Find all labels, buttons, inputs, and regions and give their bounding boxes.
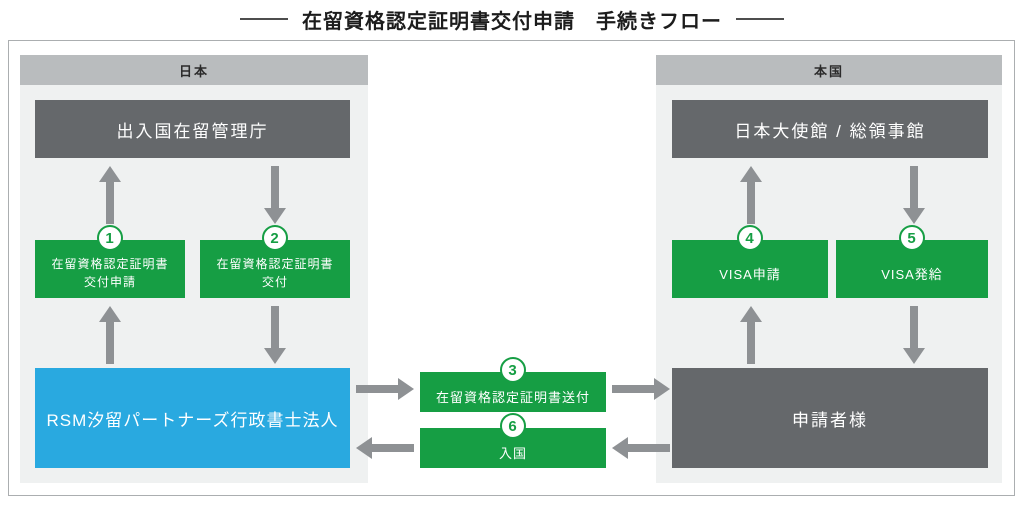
arrow-up-icon xyxy=(99,166,121,224)
step-1-label-line2: 交付申請 xyxy=(83,275,136,289)
arrow-up-icon xyxy=(740,166,762,224)
diagram-title-row: 在留資格認定証明書交付申請 手続きフロー xyxy=(0,5,1024,33)
step-5-label: VISA発給 xyxy=(881,267,943,282)
step-3-number-badge: 3 xyxy=(500,357,526,383)
step-4-label: VISA申請 xyxy=(719,267,781,282)
home-country-region-header: 本国 xyxy=(656,55,1002,85)
arrow-down-icon xyxy=(903,166,925,224)
arrow-right-icon xyxy=(356,378,414,400)
arrow-down-icon xyxy=(264,306,286,364)
step-2-number-badge: 2 xyxy=(262,225,288,251)
step-6-entry-box: 6 入国 xyxy=(420,413,606,468)
step-3-coe-sending-box: 3 在留資格認定証明書送付 xyxy=(420,357,606,412)
title-rule-left xyxy=(240,18,288,20)
japan-embassy-box: 日本大使館 / 総領事館 xyxy=(672,100,988,158)
page-title: 在留資格認定証明書交付申請 手続きフロー xyxy=(302,10,722,33)
immigration-agency-box: 出入国在留管理庁 xyxy=(35,100,350,158)
arrow-up-icon xyxy=(740,306,762,364)
step-6-label: 入国 xyxy=(498,446,527,461)
step-2-coe-issuance-box: 2 在留資格認定証明書 交付 xyxy=(200,225,350,298)
step-4-number-badge: 4 xyxy=(737,225,763,251)
arrow-down-icon xyxy=(264,166,286,224)
step-4-visa-application-box: 4 VISA申請 xyxy=(672,225,828,298)
step-1-label-line1: 在留資格認定証明書 xyxy=(51,257,169,271)
step-6-number-badge: 6 xyxy=(500,413,526,439)
rsm-firm-box: RSM汐留パートナーズ行政書士法人 xyxy=(35,368,350,468)
arrow-left-icon xyxy=(356,437,414,459)
arrow-right-icon xyxy=(612,378,670,400)
step-3-label: 在留資格認定証明書送付 xyxy=(435,390,590,405)
step-1-coe-application-box: 1 在留資格認定証明書 交付申請 xyxy=(35,225,185,298)
arrow-down-icon xyxy=(903,306,925,364)
step-2-label-line1: 在留資格認定証明書 xyxy=(216,257,334,271)
applicant-box: 申請者様 xyxy=(672,368,988,468)
arrow-up-icon xyxy=(99,306,121,364)
step-5-visa-issuance-box: 5 VISA発給 xyxy=(836,225,988,298)
arrow-left-icon xyxy=(612,437,670,459)
japan-region-header: 日本 xyxy=(20,55,368,85)
step-2-label-line2: 交付 xyxy=(261,275,288,289)
title-rule-right xyxy=(736,18,784,20)
step-5-number-badge: 5 xyxy=(899,225,925,251)
step-1-number-badge: 1 xyxy=(97,225,123,251)
